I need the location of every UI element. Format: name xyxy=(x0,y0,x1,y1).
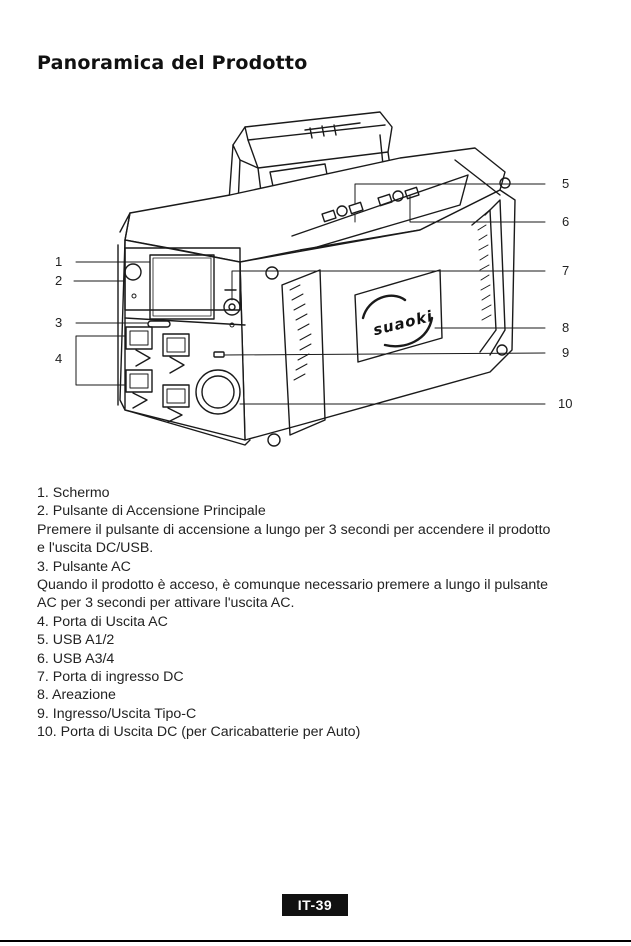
desc-line: AC per 3 secondi per attivare l'uscita A… xyxy=(37,595,295,612)
desc-line: 4. Porta di Uscita AC xyxy=(37,613,168,630)
desc-line: 6. USB A3/4 xyxy=(37,650,115,667)
brand-logo-plate: suaoki xyxy=(354,269,443,363)
page-title: Panoramica del Prodotto xyxy=(37,52,308,74)
desc-line: 2. Pulsante di Accensione Principale xyxy=(37,503,266,520)
desc-line: Quando il prodotto è acceso, è comunque … xyxy=(37,577,549,594)
ac-outlet xyxy=(162,384,190,423)
desc-line: 10. Porta di Uscita DC (per Caricabatter… xyxy=(37,724,361,741)
feature-descriptions: 1. Schermo 2. Pulsante di Accensione Pri… xyxy=(37,484,597,742)
page-number-badge: IT-39 xyxy=(282,894,348,916)
dc-car-charger-port xyxy=(195,369,241,415)
callout-number-9: 9 xyxy=(562,345,569,360)
corner-screw xyxy=(499,177,511,189)
callout-number-7: 7 xyxy=(562,263,569,278)
ac-outlet xyxy=(125,326,153,367)
ac-button xyxy=(147,320,171,328)
callout-number-8: 8 xyxy=(562,320,569,335)
usb-port-group-a34 xyxy=(377,186,420,207)
product-diagram: suaoki xyxy=(55,111,572,447)
callout-number-1: 1 xyxy=(55,254,62,269)
desc-line: 3. Pulsante AC xyxy=(37,558,131,575)
side-body: suaoki xyxy=(239,159,516,447)
desc-line: 7. Porta di ingresso DC xyxy=(37,669,184,686)
callout-number-3: 3 xyxy=(55,315,62,330)
desc-line: e l'uscita DC/USB. xyxy=(37,540,154,557)
callout-number-4: 4 xyxy=(55,351,62,366)
callout-lines xyxy=(73,183,546,405)
vent-grille-front-right xyxy=(289,284,312,381)
corner-screw xyxy=(267,433,281,447)
ac-outlet xyxy=(125,369,153,409)
callout-number-5: 5 xyxy=(562,176,569,191)
screen xyxy=(149,254,215,320)
desc-line: 1. Schermo xyxy=(37,485,110,501)
callout-number-2: 2 xyxy=(55,273,62,288)
vent-grille-right xyxy=(477,224,492,321)
bottom-divider xyxy=(0,940,631,942)
desc-line: 5. USB A1/2 xyxy=(37,632,115,649)
front-panel xyxy=(117,212,251,446)
desc-line: Premere il pulsante di accensione a lung… xyxy=(37,521,551,538)
corner-screw xyxy=(265,266,279,280)
main-power-button xyxy=(124,263,142,281)
ac-outlet xyxy=(162,333,190,374)
desc-line: 8. Areazione xyxy=(37,687,116,704)
desc-line: 9. Ingresso/Uscita Tipo-C xyxy=(37,705,197,722)
callout-number-10: 10 xyxy=(558,396,572,411)
corner-screw xyxy=(496,344,508,356)
usb-port-group-a12 xyxy=(321,201,364,223)
callout-number-6: 6 xyxy=(562,214,569,229)
